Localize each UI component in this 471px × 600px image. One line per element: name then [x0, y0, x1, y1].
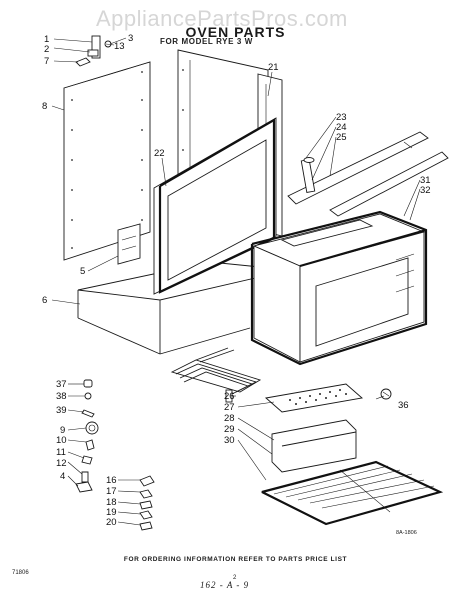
- callout-20: 20: [106, 517, 117, 528]
- callout-5: 5: [80, 266, 85, 277]
- callout-11: 11: [56, 447, 66, 458]
- callout-30: 30: [224, 435, 235, 446]
- back-panel: [63, 61, 151, 261]
- oven-liner: [250, 210, 428, 366]
- callout-39: 39: [56, 405, 67, 416]
- oven-rack: [260, 460, 444, 526]
- callout-25: 25: [336, 132, 347, 143]
- callout-8: 8: [42, 101, 47, 112]
- page-number: 2: [233, 575, 237, 581]
- small-parts-group: [75, 379, 155, 531]
- left-code: 71806: [12, 570, 29, 576]
- callout-17: 17: [106, 486, 117, 497]
- callout-28: 28: [224, 413, 235, 424]
- leader-lines: [51, 37, 421, 526]
- clip-icon: [139, 475, 155, 487]
- front-frame: [153, 117, 277, 295]
- mount-bracket: [117, 223, 141, 265]
- callout-24: 24: [336, 122, 347, 133]
- callout-36: 36: [398, 400, 409, 411]
- callout-19: 19: [106, 507, 117, 518]
- callout-16: 16: [106, 475, 117, 486]
- diagram-ref-code: 8A-1806: [396, 530, 417, 536]
- callout-2: 2: [44, 44, 49, 55]
- callout-31: 31: [420, 175, 431, 186]
- callout-27: 27: [224, 402, 235, 413]
- page-title: OVEN PARTS: [185, 24, 286, 40]
- watermark: AppliancePartsPros.com: [96, 6, 348, 31]
- callout-21: 21: [268, 62, 279, 73]
- callout-22: 22: [154, 148, 165, 159]
- broil-element: [170, 347, 262, 403]
- ordering-note: FOR ORDERING INFORMATION REFER TO PARTS …: [123, 556, 348, 563]
- callout-29: 29: [224, 424, 235, 435]
- callout-9: 9: [60, 425, 65, 436]
- model-subtitle: FOR MODEL RYE 3 W: [160, 37, 253, 46]
- clip-36: [380, 388, 392, 400]
- callout-23: 23: [336, 112, 347, 123]
- callout-4: 4: [60, 471, 65, 482]
- callout-12: 12: [56, 458, 67, 469]
- callout-10: 10: [56, 435, 67, 446]
- callout-37: 37: [56, 379, 67, 390]
- callout-3: 3: [128, 33, 133, 44]
- callout-38: 38: [56, 391, 67, 402]
- callout-26: 26: [224, 391, 235, 402]
- callout-6: 6: [42, 295, 47, 306]
- callout-labels: 1 2 13 3 7 8 21 22 23 24 25 31 32 5 6 37…: [42, 33, 431, 528]
- top-rail: [287, 131, 449, 217]
- callout-7: 7: [44, 56, 49, 67]
- screw-icon: [83, 379, 93, 388]
- callout-1: 1: [44, 34, 49, 45]
- callout-18: 18: [106, 497, 117, 508]
- handwritten-note: 162 - A - 9: [200, 580, 250, 590]
- callout-32: 32: [420, 185, 431, 196]
- callout-13: 13: [114, 41, 125, 52]
- broiler-pan: [264, 383, 364, 473]
